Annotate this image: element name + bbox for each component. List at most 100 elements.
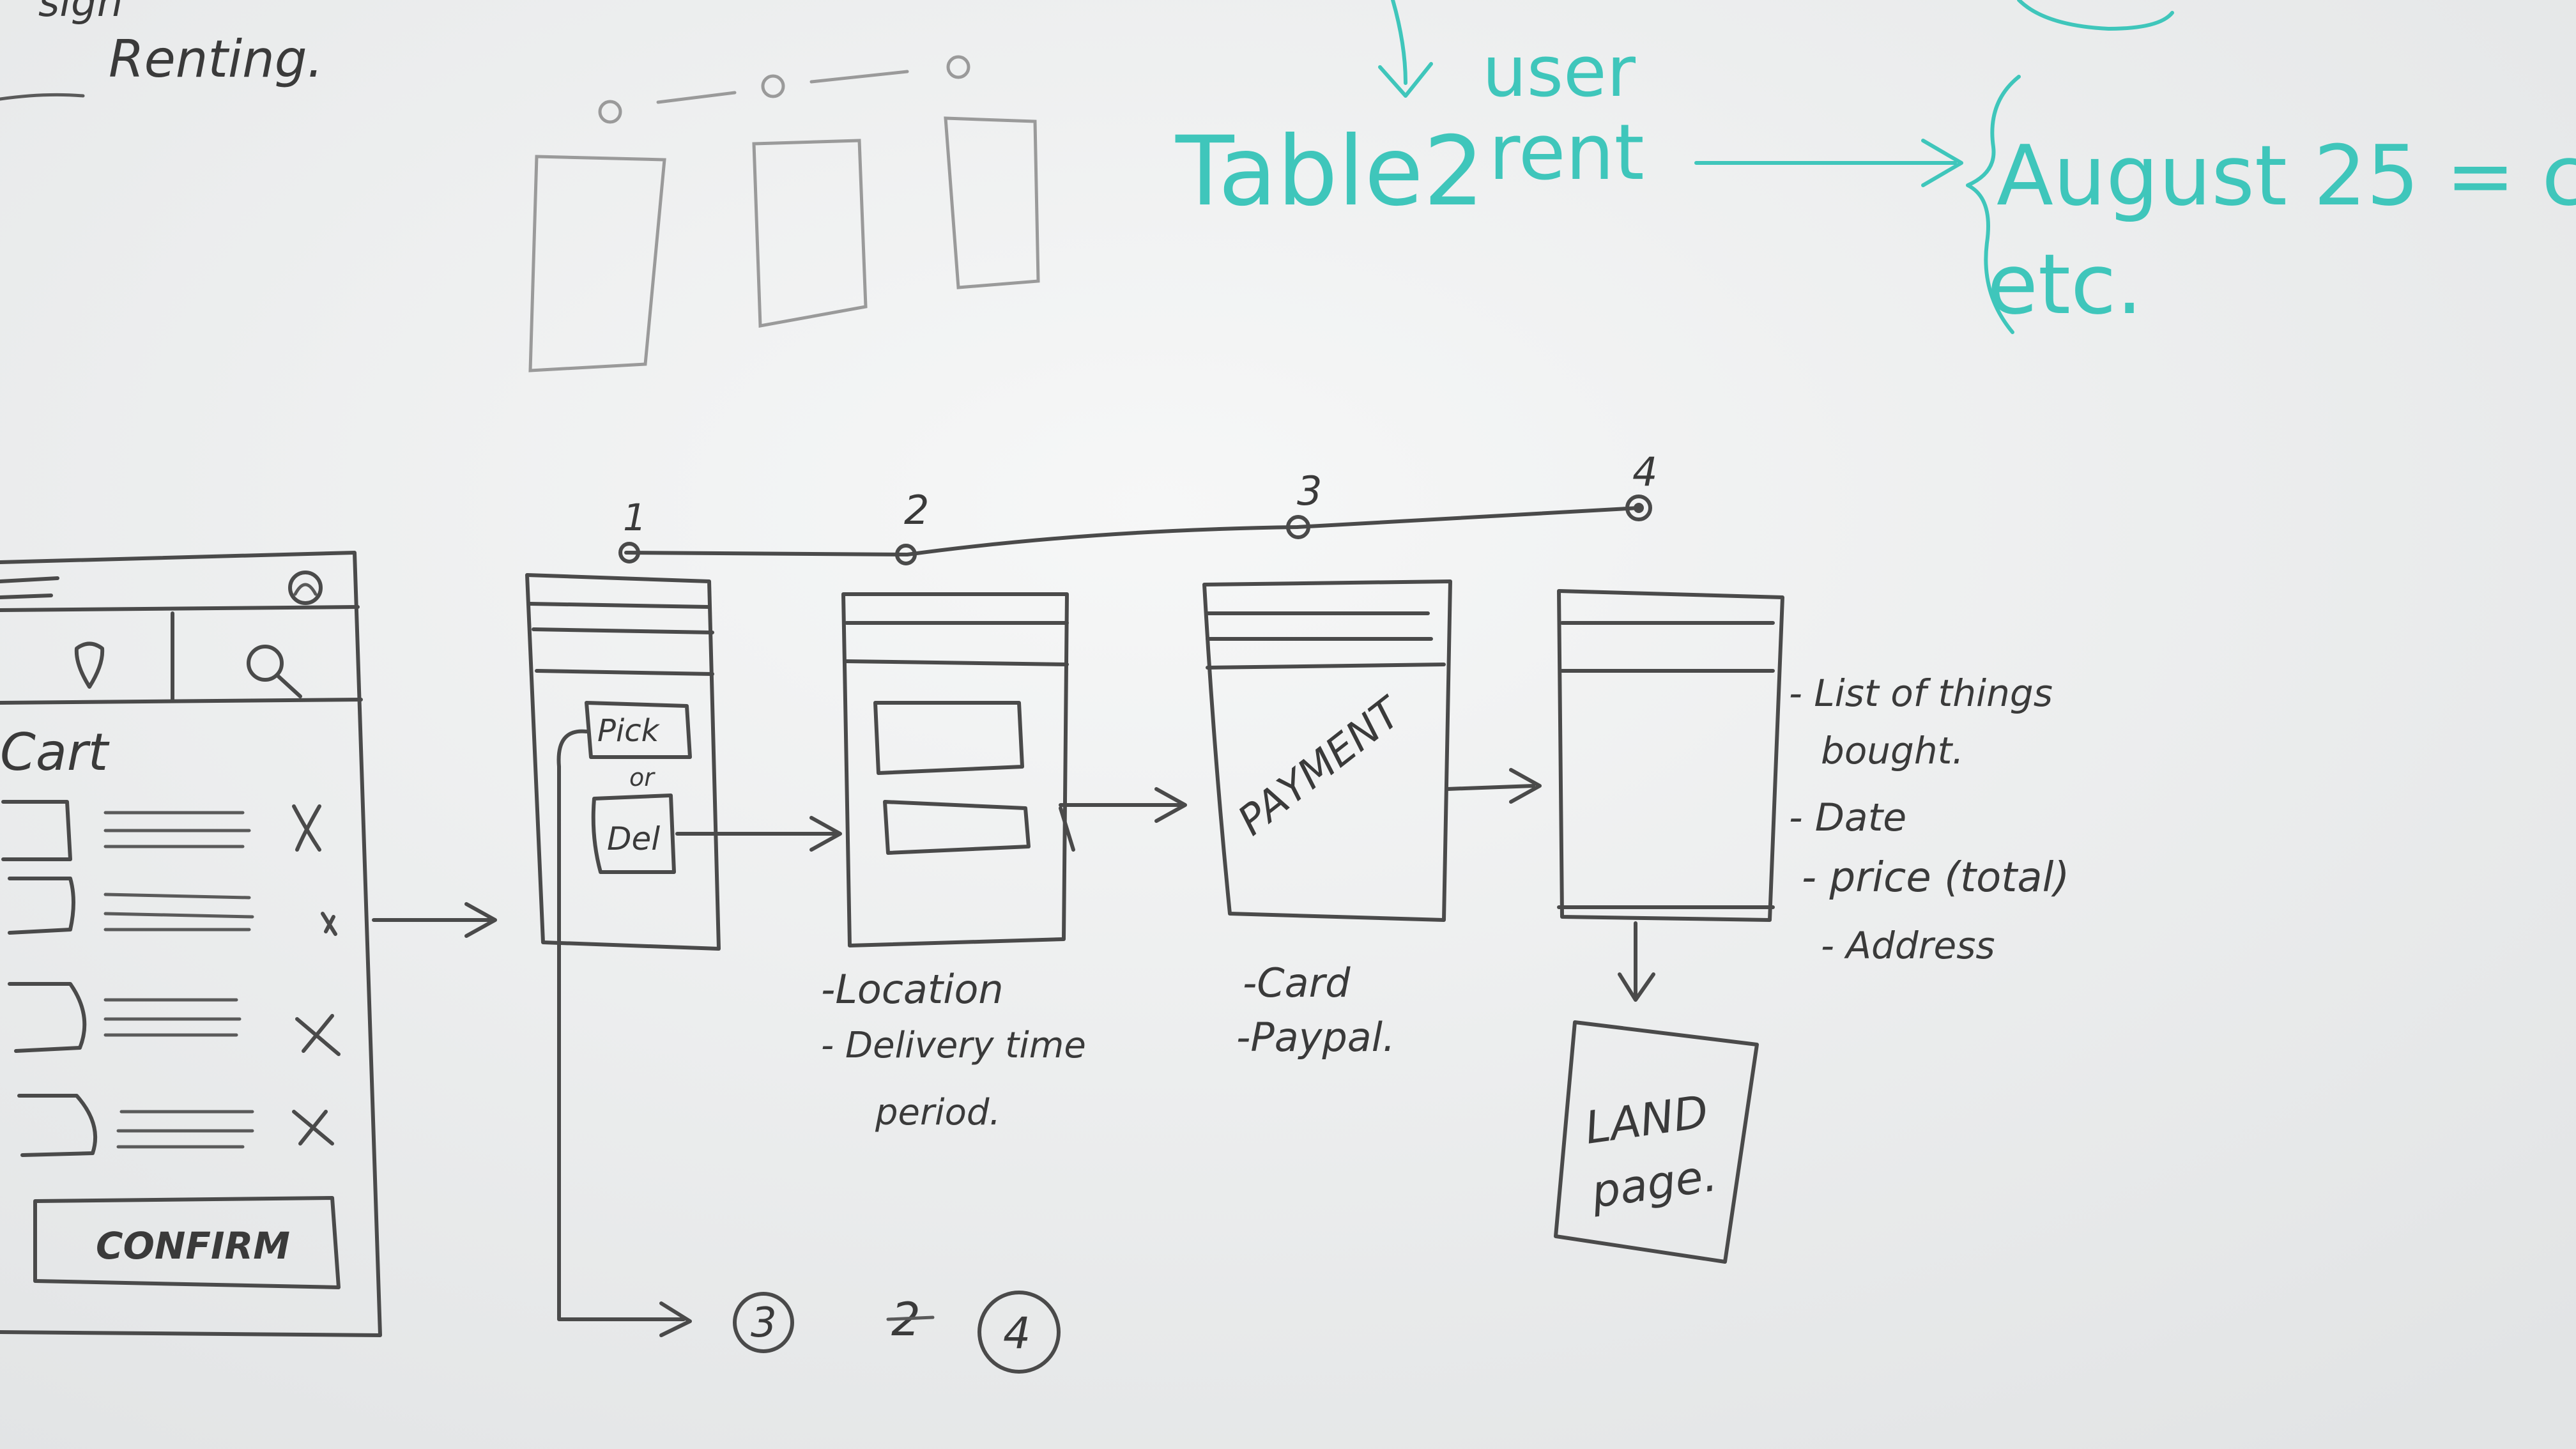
bottom-step-refs: 3 2 4 [733, 1291, 1061, 1374]
progress-line [624, 506, 1641, 556]
location-pin-icon[interactable] [74, 641, 105, 689]
upper-screen-3 [944, 116, 1040, 289]
screen-pickup-or-delivery: Pick or Del [525, 573, 842, 1337]
delivery-time-input[interactable] [883, 800, 1031, 855]
ref-circle-4 [977, 1291, 1061, 1374]
landing-frame [1554, 1020, 1759, 1264]
remove-item-icon[interactable] [321, 912, 337, 936]
note-list-of-things: - List of things [1789, 671, 2053, 715]
item-text-lines [103, 893, 254, 931]
menu-icon[interactable] [0, 576, 59, 599]
screen-summary: - List of things bought. - Date - price … [1557, 589, 2069, 1002]
screen3-header-lines [1206, 611, 1446, 670]
screen4-header-lines [1560, 621, 1775, 673]
upper-screen-2 [752, 139, 868, 328]
note-card: -Card [1243, 960, 1351, 1006]
ref-4: 4 [1003, 1308, 1031, 1359]
upper-node-2 [761, 74, 785, 98]
screen1-header-lines [528, 602, 714, 676]
upper-screen-1 [528, 155, 666, 372]
note-period: period. [875, 1092, 1000, 1133]
cart-item[interactable] [17, 1094, 334, 1157]
cart-header-divider [0, 605, 360, 612]
note-date: - Date [1789, 795, 1906, 840]
item-thumbnail [8, 982, 87, 1053]
item-text-lines [103, 998, 241, 1037]
fragment-sign: sign [38, 0, 123, 26]
step-number-4: 4 [1632, 448, 1657, 495]
or-label: or [629, 763, 656, 792]
note-bought: bought. [1821, 729, 1964, 772]
step-progress: 1 2 3 4 [618, 448, 1657, 565]
step-node-4-fill [1634, 503, 1644, 513]
pick-option-button[interactable]: Pick [585, 701, 692, 759]
delivery-label: Del [607, 820, 660, 857]
arrow-cart-to-step1 [372, 902, 497, 938]
item-thumbnail [17, 1094, 98, 1157]
upper-node-3 [946, 55, 970, 79]
note-delivery-time: - Delivery time [821, 1025, 1086, 1066]
confirm-button[interactable]: CONFIRM [33, 1196, 341, 1289]
step-number-3: 3 [1297, 468, 1322, 514]
user-label: user [1482, 31, 1636, 112]
step-node-1 [618, 542, 640, 564]
arrow-step4-to-landing [1618, 921, 1655, 1002]
step-node-4 [1625, 494, 1652, 521]
cart-screen: Cart CONFIRM [0, 551, 382, 1337]
item-thumbnail [8, 877, 75, 935]
confirm-label: CONFIRM [96, 1224, 290, 1268]
note-location: -Location [821, 966, 1004, 1013]
date-august: August 25 = ca [1997, 127, 2576, 224]
cart-title: Cart [0, 723, 110, 782]
screen2-frame [841, 592, 1069, 947]
search-icon[interactable] [247, 645, 302, 698]
cart-item[interactable] [8, 982, 341, 1056]
fragment-renting: Renting. [109, 29, 323, 89]
teal-arrow-down [1378, 0, 1433, 98]
arrow-step3-to-step4 [1445, 768, 1542, 804]
step-node-2 [895, 544, 917, 565]
remove-item-icon[interactable] [292, 804, 321, 852]
cart-tab-divider [0, 698, 363, 705]
note-address: - Address [1821, 924, 1995, 967]
screen2-header-lines [845, 621, 1069, 666]
screen1-frame [525, 573, 721, 951]
scribble-line [0, 93, 85, 101]
screen4-frame [1557, 589, 1784, 922]
arrow-step2-to-step3 [1059, 787, 1187, 823]
remove-item-icon[interactable] [295, 1014, 341, 1056]
screen2-edge-mark [1059, 806, 1075, 852]
upper-flow-sketch [528, 55, 1040, 372]
teal-curve-top [2017, 0, 2174, 31]
rent-label: rent [1489, 109, 1644, 197]
cart-item[interactable] [8, 877, 337, 936]
delivery-option-button[interactable]: Del [591, 793, 676, 874]
ref-circle-3 [733, 1292, 794, 1353]
teal-arrow-right [1694, 139, 1963, 187]
arrow-pick-to-step3 [556, 729, 692, 1337]
user-icon[interactable] [288, 571, 323, 605]
upper-connectors [656, 70, 909, 104]
step-number-1: 1 [623, 496, 647, 539]
top-left-notes: sign Renting. [0, 0, 323, 101]
teal-brace [1966, 75, 2021, 334]
note-paypal: -Paypal. [1236, 1014, 1395, 1061]
ref-3: 3 [751, 1300, 777, 1347]
arrow-delivery-to-step2 [675, 816, 842, 852]
item-thumbnail [1, 800, 72, 861]
location-input[interactable] [873, 701, 1024, 775]
date-etc: etc. [1987, 236, 2143, 333]
note-price-total: - price (total) [1802, 854, 2069, 901]
cart-item[interactable] [1, 800, 321, 861]
remove-item-icon[interactable] [292, 1110, 334, 1146]
screen-location: -Location - Delivery time period. [821, 592, 1187, 1133]
table2-notes: user Table2 rent August 25 = ca etc. [1175, 0, 2576, 334]
table2-title: Table2 [1175, 116, 1484, 227]
pick-label: Pick [597, 713, 661, 749]
step-node-3 [1286, 515, 1310, 539]
upper-node-1 [598, 100, 622, 124]
ref-2-strike [886, 1315, 935, 1321]
item-text-lines [116, 1110, 254, 1149]
